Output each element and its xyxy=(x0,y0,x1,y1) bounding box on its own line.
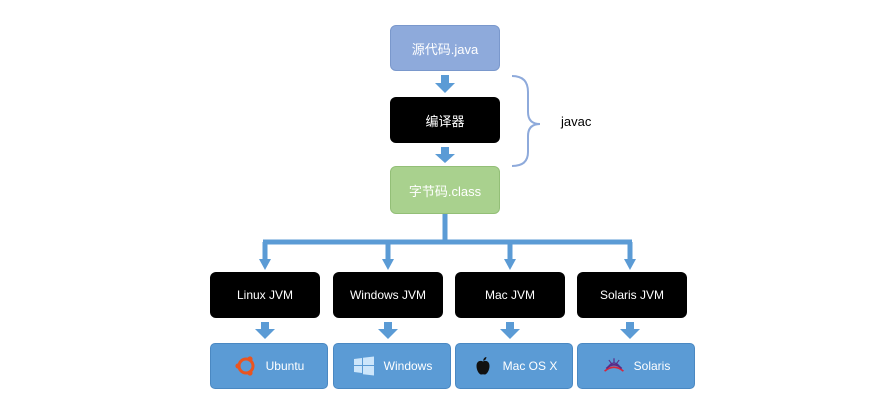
branch-tree xyxy=(262,214,633,260)
bytecode-box: 字节码.class xyxy=(390,166,500,214)
platform-label: Solaris xyxy=(633,359,671,373)
jvm-label: Solaris JVM xyxy=(599,288,664,302)
platform-label: Windows xyxy=(383,359,433,373)
windows-jvm-box: Windows JVM xyxy=(333,272,443,318)
jvm-to-os-arrows xyxy=(255,322,640,339)
ubuntu-icon xyxy=(235,356,255,376)
solaris-jvm-box: Solaris JVM xyxy=(577,272,687,318)
source-file-label: 源代码.java xyxy=(411,41,479,57)
platform-label: Ubuntu xyxy=(265,359,305,373)
solaris-icon xyxy=(603,358,624,372)
arrow-source-to-compiler xyxy=(435,75,455,93)
jvm-label: Linux JVM xyxy=(236,288,294,302)
source-file-box: 源代码.java xyxy=(390,25,500,71)
mac-jvm-box: Mac JVM xyxy=(455,272,565,318)
compiler-box: 编译器 xyxy=(390,97,500,143)
ubuntu-box: Ubuntu xyxy=(210,343,328,389)
macos-box: Mac OS X xyxy=(455,343,573,389)
javac-label: javac xyxy=(561,114,592,129)
javac-brace xyxy=(511,75,541,167)
branch-arrowheads xyxy=(259,259,636,270)
jvm-label: Windows JVM xyxy=(349,288,426,302)
linux-jvm-box: Linux JVM xyxy=(210,272,320,318)
windows-icon xyxy=(353,356,374,376)
solaris-box: Solaris xyxy=(577,343,695,389)
apple-icon xyxy=(476,357,490,375)
windows-box: Windows xyxy=(333,343,451,389)
platform-label: Mac OS X xyxy=(502,359,558,373)
bytecode-label: 字节码.class xyxy=(408,183,482,199)
jvm-label: Mac JVM xyxy=(484,288,535,302)
arrow-compiler-to-bytecode xyxy=(435,147,455,163)
compiler-label: 编译器 xyxy=(425,113,465,129)
